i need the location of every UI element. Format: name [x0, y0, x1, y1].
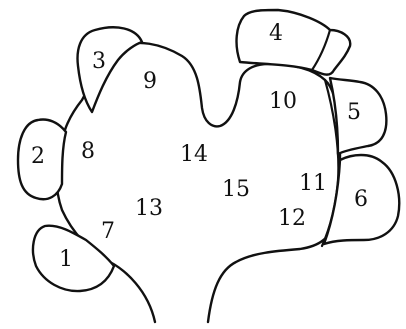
label-13: 13	[135, 196, 163, 221]
label-7: 7	[101, 219, 115, 244]
label-8: 8	[81, 139, 95, 164]
label-10: 10	[269, 89, 297, 114]
label-3: 3	[92, 49, 106, 74]
label-11: 11	[299, 171, 327, 196]
label-6: 6	[354, 187, 368, 212]
label-14: 14	[180, 142, 208, 167]
label-4: 4	[269, 21, 283, 46]
lobe-4-outline	[237, 10, 351, 75]
label-9: 9	[143, 69, 157, 94]
label-15: 15	[222, 177, 250, 202]
label-12: 12	[278, 206, 306, 231]
label-1: 1	[59, 247, 73, 272]
label-2: 2	[31, 144, 45, 169]
label-5: 5	[347, 100, 361, 125]
